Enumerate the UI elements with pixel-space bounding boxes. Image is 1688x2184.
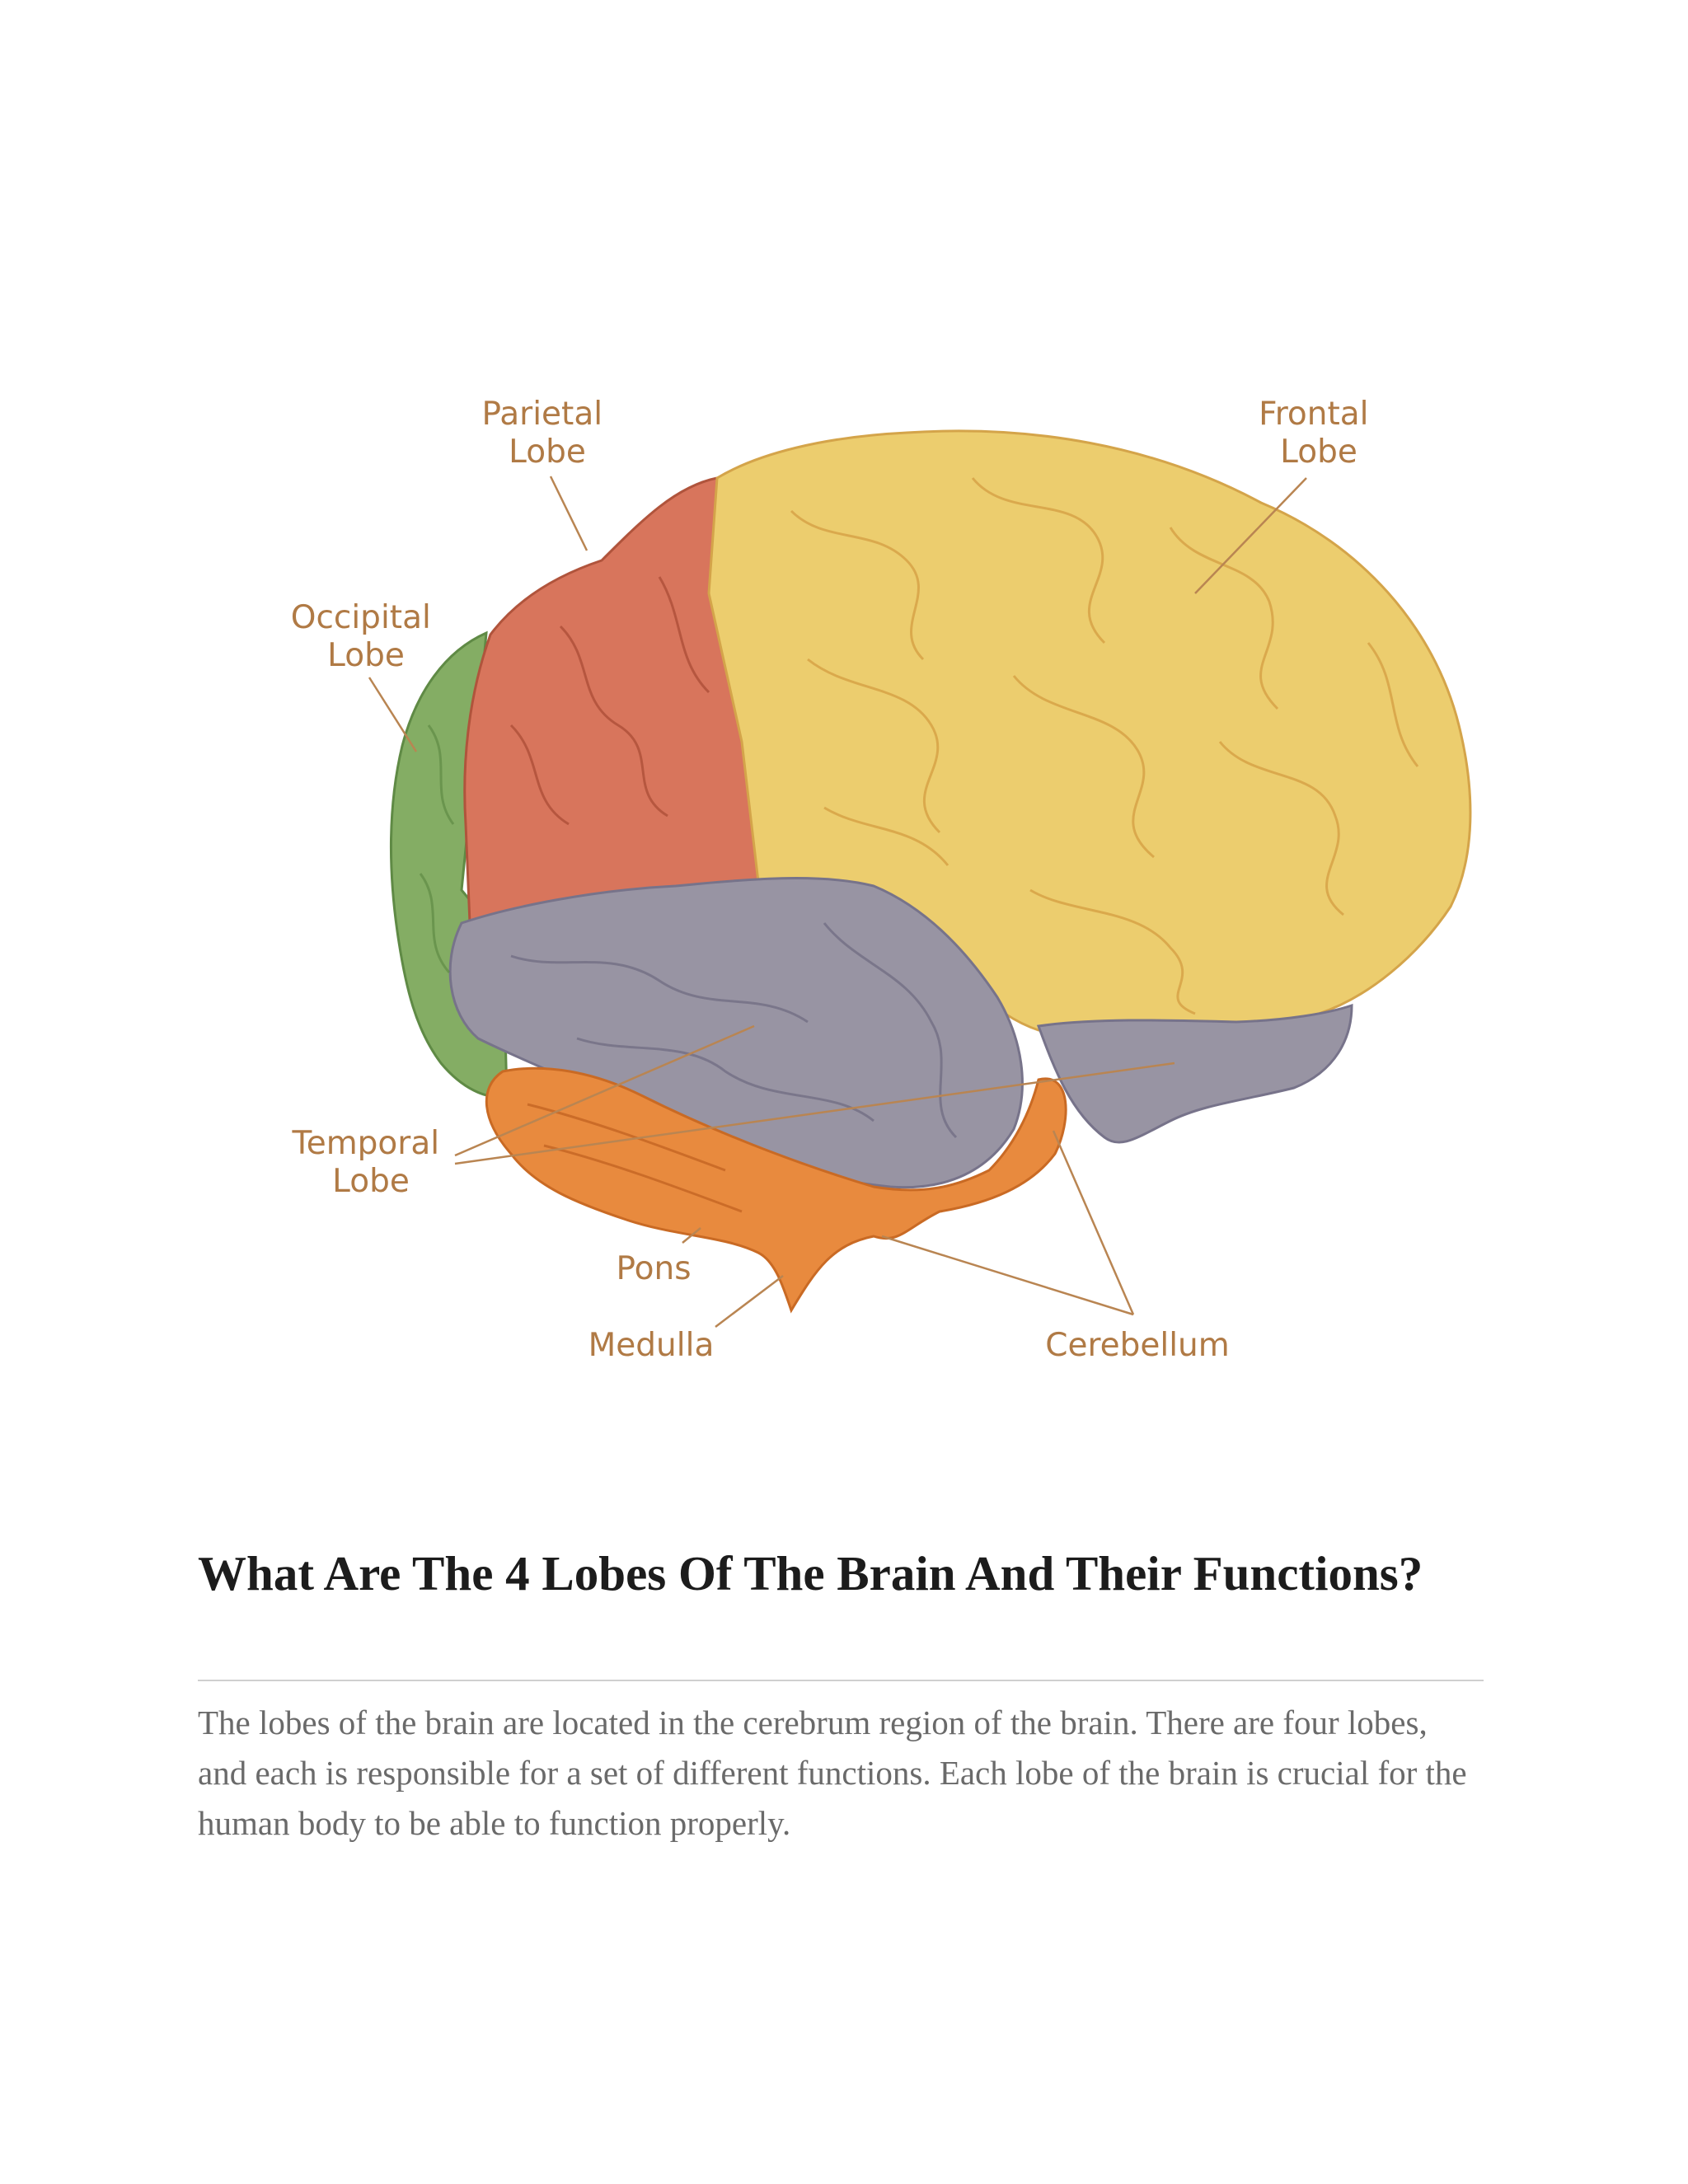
frontal-gyri-texture	[790, 477, 1419, 1015]
leader-frontal	[1194, 477, 1307, 594]
label-cerebellum: Cerebellum	[1045, 1327, 1230, 1364]
article: What Are The 4 Lobes Of The Brain And Th…	[198, 1541, 1484, 1849]
label-pons: Pons	[616, 1250, 691, 1287]
label-occipital-line2: Lobe	[327, 637, 405, 674]
cerebellum-region	[485, 1066, 1067, 1314]
cerebellum-texture	[527, 1103, 743, 1213]
leader-cerebellum-a	[1052, 1130, 1135, 1315]
label-parietal-lobe: Parietal Lobe	[482, 396, 613, 471]
brain-diagram: Parietal Lobe Frontal Lobe Occipital Lob…	[291, 396, 1472, 1364]
label-occipital-line1: Occipital	[291, 599, 431, 636]
label-temporal-line1: Temporal	[292, 1125, 440, 1162]
leader-occipital	[368, 677, 418, 752]
temporal-lower-region	[1036, 1003, 1353, 1144]
leader-cerebellum-b	[881, 1235, 1134, 1316]
label-frontal-line1: Frontal	[1259, 396, 1368, 433]
leader-temporal-lower	[454, 1062, 1175, 1165]
leader-lines	[368, 476, 1307, 1328]
label-frontal-line2: Lobe	[1280, 434, 1357, 471]
label-occipital-lobe: Occipital Lobe	[291, 599, 441, 674]
article-body: The lobes of the brain are located in th…	[198, 1704, 1467, 1842]
label-parietal-line2: Lobe	[509, 434, 586, 471]
brain-illustration: Parietal Lobe Frontal Lobe Occipital Lob…	[291, 396, 1472, 1364]
temporal-gyri-texture	[510, 922, 958, 1139]
label-parietal-line1: Parietal	[482, 396, 603, 433]
leader-temporal-upper	[454, 1024, 755, 1157]
article-title: What Are The 4 Lobes Of The Brain And Th…	[198, 1546, 1423, 1601]
occipital-gyri-texture	[419, 724, 455, 973]
label-medulla: Medulla	[588, 1327, 715, 1364]
leader-medulla	[715, 1275, 784, 1328]
label-temporal-lobe: Temporal Lobe	[292, 1125, 450, 1200]
parietal-gyri-texture	[509, 576, 710, 826]
label-frontal-lobe: Frontal Lobe	[1259, 396, 1379, 471]
leader-pons	[682, 1227, 701, 1244]
label-temporal-line2: Lobe	[332, 1163, 410, 1200]
leader-parietal	[549, 476, 588, 551]
title-divider	[198, 1680, 1484, 1681]
